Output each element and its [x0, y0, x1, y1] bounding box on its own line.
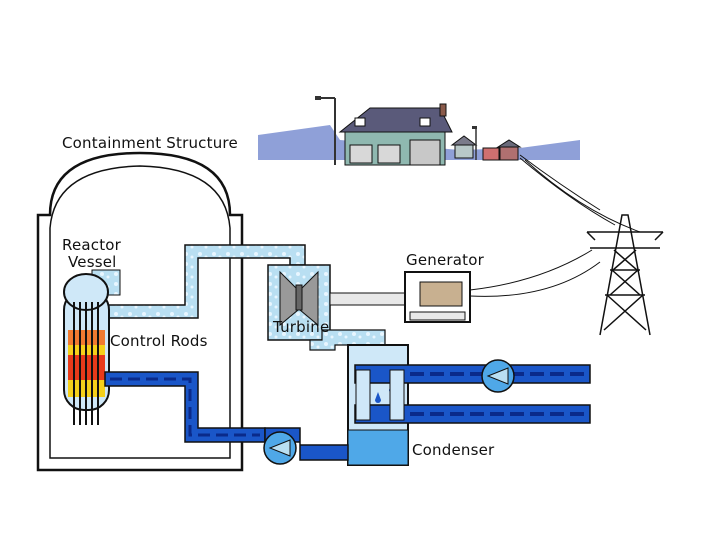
street-lamp-icon: [472, 126, 477, 160]
containment-structure-label: Containment Structure: [62, 134, 238, 152]
small-houses: [450, 135, 522, 161]
turbine-shaft: [329, 292, 406, 306]
town-scene: [258, 96, 580, 166]
generator-label: Generator: [406, 251, 484, 269]
generator: [404, 271, 471, 323]
cooling-water-loop: [354, 364, 591, 424]
power-lines: [469, 154, 641, 297]
reactor-vessel-label-line1: Reactor: [62, 236, 122, 254]
house-icon: [338, 103, 453, 166]
condenser-label: Condenser: [412, 441, 495, 459]
pump-icon: [263, 431, 297, 465]
pump-icon: [481, 359, 515, 393]
control-rods: [73, 302, 99, 425]
street-lamp-icon: [315, 96, 336, 165]
transmission-tower-icon: [586, 214, 664, 336]
reactor-vessel-label: Reactor Vessel: [62, 237, 121, 271]
turbine-label: Turbine: [273, 318, 330, 336]
reactor-vessel: [63, 273, 110, 425]
control-rods-label: Control Rods: [110, 332, 208, 350]
reactor-vessel-label-line2: Vessel: [68, 253, 117, 271]
